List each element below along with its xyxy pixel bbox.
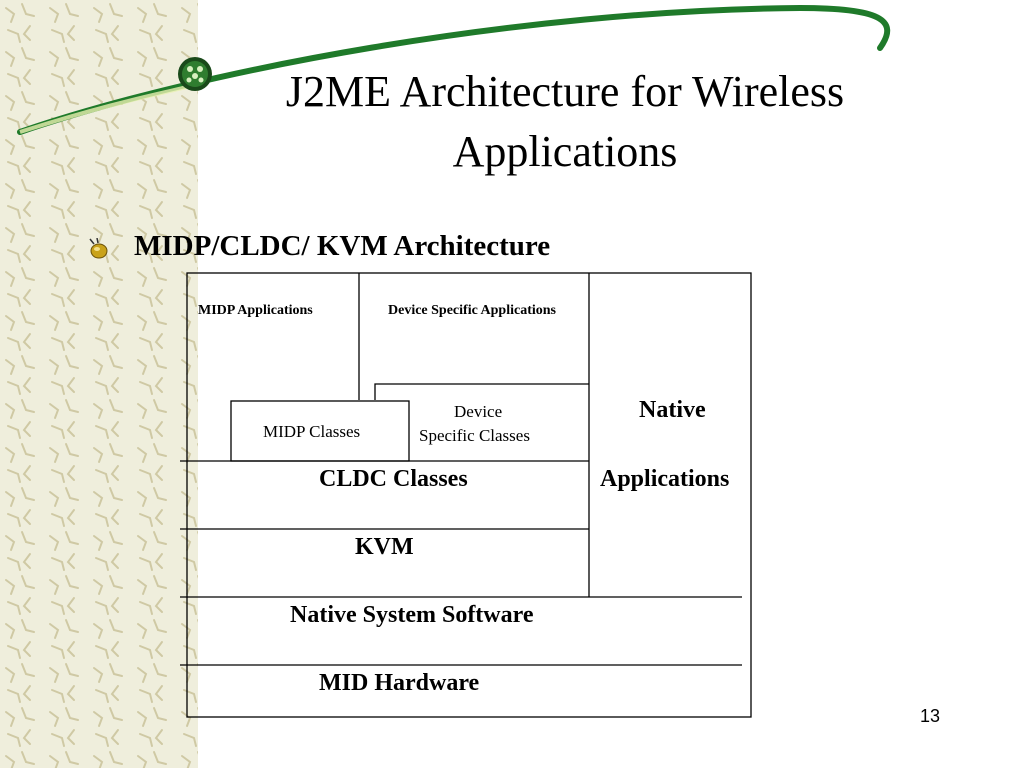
label-cldc-classes: CLDC Classes [319, 466, 468, 492]
label-midp-applications: MIDP Applications [198, 303, 313, 318]
diagram-outer-border [186, 272, 752, 718]
page-number: 13 [919, 706, 940, 726]
label-device-classes-line2: Specific Classes [419, 426, 530, 445]
label-native-system-software: Native System Software [290, 602, 534, 628]
title-line-2: Applications [452, 127, 678, 176]
label-native-applications-line1: Native [639, 397, 706, 423]
label-device-specific-applications: Device Specific Applications [388, 303, 556, 318]
device-classes-border [374, 383, 589, 400]
slide-title: J2ME Architecture for Wireless Applicati… [190, 62, 940, 182]
bullet-heading: MIDP/CLDC/ KVM Architecture [134, 230, 551, 262]
title-line-1: J2ME Architecture for Wireless [285, 67, 845, 116]
label-device-classes-line1: Device [454, 402, 503, 421]
label-native-applications-line2: Applications [600, 466, 730, 492]
label-kvm: KVM [355, 534, 414, 560]
label-midp-classes: MIDP Classes [263, 422, 361, 441]
title-bullet-icon [178, 57, 212, 91]
title-swoosh [17, 4, 891, 135]
label-mid-hardware: MID Hardware [319, 670, 480, 696]
bullet-bug-icon [89, 238, 108, 259]
